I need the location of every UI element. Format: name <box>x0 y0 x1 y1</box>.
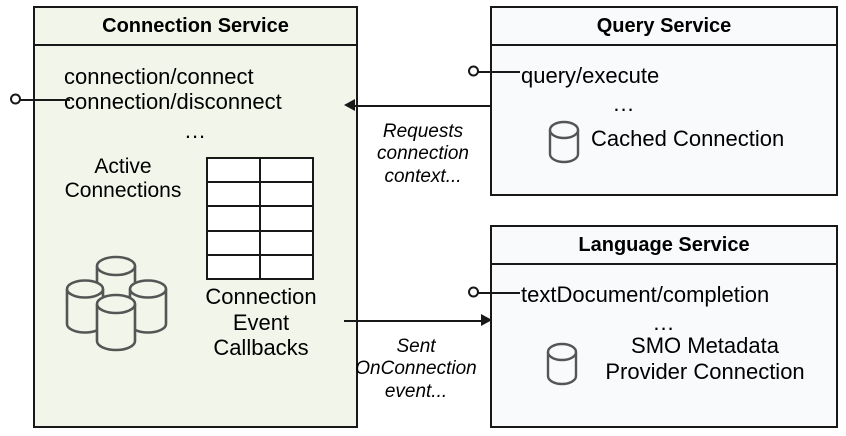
lollipop-stem <box>477 292 520 294</box>
database-cylinder-svg <box>548 120 580 164</box>
lollipop-circle-icon <box>10 93 21 105</box>
smo-metadata-database-icon <box>545 341 579 387</box>
connection-service-body: connection/connect connection/disconnect… <box>35 46 356 426</box>
interface-item-query-execute[interactable]: query/execute <box>521 63 660 88</box>
table-cell <box>261 207 312 230</box>
query-service-interface-list: query/execute <box>521 63 660 89</box>
interface-item-textdocument-completion[interactable]: textDocument/completion <box>521 282 770 307</box>
database-cylinder-svg <box>546 342 578 386</box>
edge-label-line-3: context... <box>384 165 462 187</box>
connection-service-more-ellipsis: ... <box>184 118 207 143</box>
connection-event-table-glyph <box>206 157 314 280</box>
active-connections-line-1: Active <box>94 155 152 178</box>
active-connections-label: Active Connections <box>43 155 203 204</box>
component-connection-service[interactable]: Connection Service connection/connect co… <box>33 6 358 428</box>
table-cell <box>208 183 259 206</box>
cached-connection-label: Cached Connection <box>591 126 785 151</box>
lollipop-stem <box>477 71 520 73</box>
connection-service-interface-list: connection/connect connection/disconnect <box>64 64 282 114</box>
smo-label-line-1: SMO Metadata <box>631 333 779 358</box>
query-service-more-ellipsis: ... <box>613 91 635 116</box>
table-cell <box>261 183 312 206</box>
component-language-service[interactable]: Language Service textDocument/completion… <box>490 225 838 428</box>
edge-label-line-3: event... <box>384 380 448 402</box>
smo-metadata-provider-label: SMO Metadata Provider Connection <box>587 333 823 384</box>
connector-line <box>344 320 481 322</box>
table-cell <box>261 255 312 278</box>
table-cell <box>208 207 259 230</box>
database-cluster-icon <box>55 242 190 352</box>
query-service-body: query/execute ... Cached Connection <box>492 46 836 194</box>
table-cell <box>208 255 259 278</box>
active-connections-line-2: Connections <box>64 179 182 203</box>
callbacks-line-1: Connection <box>205 284 317 309</box>
edge-label-line-2: connection <box>377 143 469 165</box>
connection-event-callbacks-label: Connection Event Callbacks <box>185 284 337 361</box>
cached-connection-database-icon <box>547 119 581 165</box>
connection-service-title: Connection Service <box>35 8 356 46</box>
table-cell <box>261 231 312 254</box>
interface-item-connect[interactable]: connection/connect <box>64 64 254 89</box>
connection-service-provided-interface-lollipop[interactable] <box>10 88 70 110</box>
database-cluster-svg <box>65 255 168 352</box>
lollipop-circle-icon <box>468 65 479 77</box>
callbacks-line-2: Event <box>232 309 290 335</box>
lollipop-circle-icon <box>468 286 479 298</box>
component-query-service[interactable]: Query Service query/execute ... Cached C… <box>490 6 838 196</box>
interface-item-disconnect[interactable]: connection/disconnect <box>64 88 282 114</box>
connector-label-requests-connection-context: Requests connection context... <box>358 121 488 188</box>
language-service-body: textDocument/completion ... SMO Metadata… <box>492 265 836 426</box>
language-service-more-ellipsis: ... <box>653 310 675 335</box>
language-service-provided-interface-lollipop[interactable] <box>468 281 520 303</box>
language-service-title: Language Service <box>492 227 836 265</box>
edge-label-line-1: Requests <box>382 121 464 142</box>
language-service-interface-list: textDocument/completion <box>521 282 770 308</box>
connector-line <box>355 105 492 107</box>
table-cell <box>208 231 259 254</box>
table-cell <box>208 159 259 182</box>
arrow-head-right-icon <box>481 314 492 326</box>
smo-label-line-2: Provider Connection <box>605 358 805 384</box>
arrow-head-left-icon <box>344 99 355 111</box>
edge-label-line-1: Sent <box>396 336 436 357</box>
edge-label-line-2: OnConnection <box>355 358 477 380</box>
query-service-provided-interface-lollipop[interactable] <box>468 60 520 82</box>
callbacks-line-3: Callbacks <box>213 335 309 361</box>
connector-label-sent-onconnection-event: Sent OnConnection event... <box>344 336 488 403</box>
query-service-title: Query Service <box>492 8 836 46</box>
lollipop-stem <box>19 99 70 101</box>
table-cell <box>261 159 312 182</box>
